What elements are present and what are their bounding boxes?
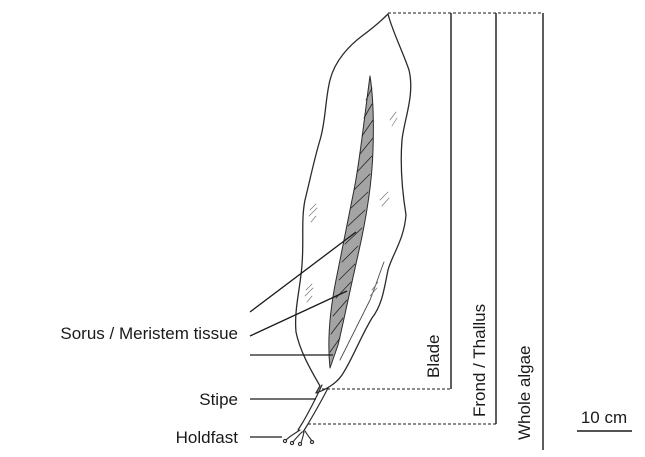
holdfast-label: Holdfast xyxy=(176,428,239,447)
scale-label: 10 cm xyxy=(581,408,627,427)
stipe-label: Stipe xyxy=(199,390,238,409)
blade-label: Blade xyxy=(424,335,443,378)
whole-algae-label: Whole algae xyxy=(515,345,534,440)
stipe-outline-2 xyxy=(303,388,328,432)
holdfast-drawing xyxy=(283,430,313,446)
frond-label: Frond / Thallus xyxy=(470,304,489,417)
sorus-region xyxy=(329,76,374,368)
kelp-illustration xyxy=(283,14,410,446)
stipe-outline xyxy=(298,385,322,430)
sorus-label: Sorus / Meristem tissue xyxy=(60,324,238,343)
